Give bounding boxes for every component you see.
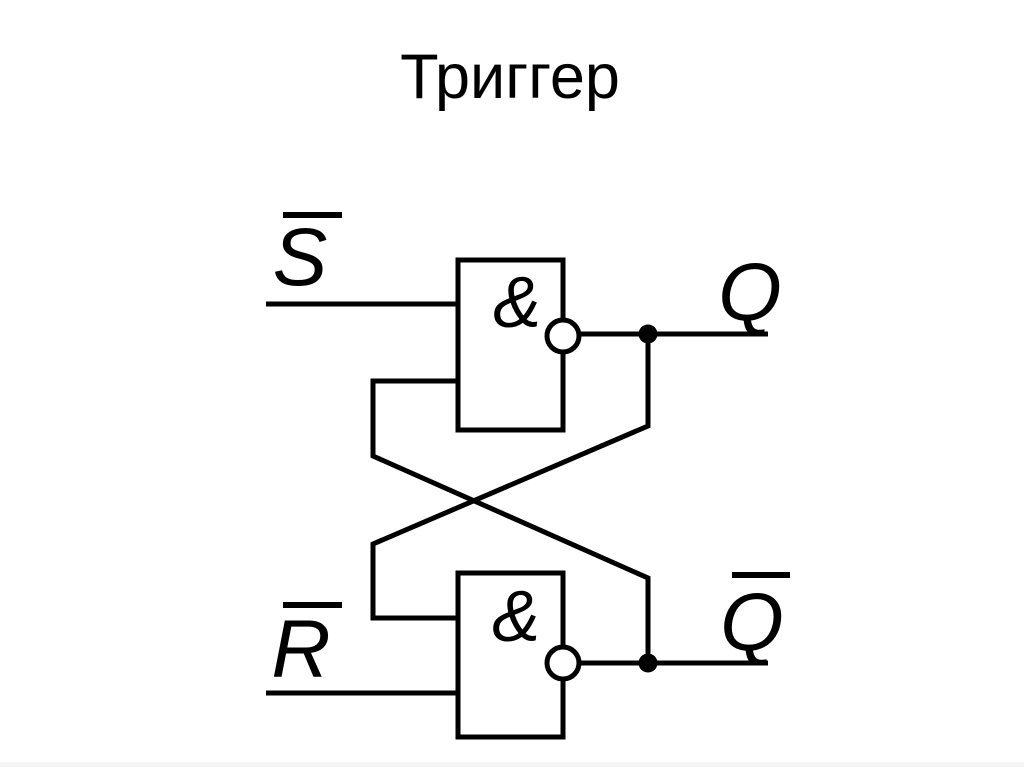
junction-dot-top	[638, 324, 658, 344]
inversion-bubble-bottom	[544, 644, 582, 682]
inversion-bubble-top	[544, 317, 582, 355]
slide-edge-strip	[0, 762, 1024, 767]
input-s-label: S	[273, 212, 328, 303]
input-r-label: R	[271, 604, 330, 695]
page-title: Триггер	[400, 42, 620, 112]
output-qbar-label: Q	[720, 577, 784, 668]
feedback-wire-qbar-to-top-gate	[370, 378, 651, 663]
feedback-wire-q-to-bottom-gate	[370, 334, 651, 621]
nand-gate-bottom-symbol: &	[492, 577, 540, 657]
nand-gate-top	[455, 257, 566, 433]
junction-dot-bottom	[638, 653, 658, 673]
output-q-label: Q	[718, 247, 782, 338]
nand-gate-top-symbol: &	[493, 263, 541, 343]
